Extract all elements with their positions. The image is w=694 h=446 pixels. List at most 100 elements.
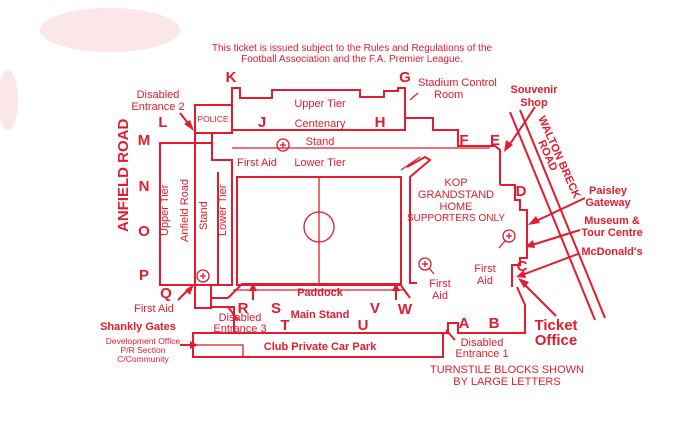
disabled-entrance-3-label-1: Disabled bbox=[219, 312, 262, 324]
arrow-souvenir bbox=[507, 106, 536, 148]
arrow-head bbox=[392, 283, 400, 291]
turnstile-c: C bbox=[517, 258, 528, 275]
ar-upper-tier-label: Upper Tier bbox=[159, 184, 171, 236]
paddock-label: Paddock bbox=[297, 287, 344, 299]
first-aid-kop-label-2: Aid bbox=[477, 275, 493, 287]
turnstile-d: D bbox=[516, 183, 527, 200]
smudge bbox=[40, 8, 180, 52]
smudge bbox=[0, 70, 18, 130]
stadium-control-label-1: Stadium Control bbox=[418, 77, 497, 89]
first-aid-icon bbox=[276, 138, 290, 152]
mcdonalds-label: McDonald's bbox=[581, 246, 642, 258]
kop-label-4: SUPPORTERS ONLY bbox=[407, 213, 505, 224]
main-stand-outline bbox=[210, 286, 526, 334]
development-office-label-1: Development Office bbox=[106, 336, 181, 346]
museum-label-1: Museum & bbox=[584, 215, 640, 227]
anfield-road-upper-tier bbox=[159, 142, 196, 286]
control-room-pointer bbox=[409, 92, 419, 101]
centenary-label: Centenary bbox=[295, 118, 346, 130]
arrow-paisley bbox=[533, 197, 586, 223]
kop-outline bbox=[500, 184, 528, 287]
centre-circle bbox=[303, 211, 335, 243]
arrows bbox=[177, 106, 586, 349]
anfield-road-label: ANFIELD ROAD bbox=[115, 119, 132, 232]
turnstile-s: S bbox=[271, 300, 281, 317]
turnstile-m: M bbox=[138, 132, 151, 149]
centenary-stand-outline bbox=[194, 105, 501, 185]
turnstile-w: W bbox=[398, 301, 413, 318]
ticket-office-label-2: Office bbox=[535, 332, 578, 349]
ar-stand-label: Stand bbox=[198, 201, 210, 230]
turnstile-p: P bbox=[139, 267, 149, 284]
turnstile-note-line-2: BY LARGE LETTERS bbox=[453, 376, 560, 388]
disabled-entrance-2-label-2: Entrance 2 bbox=[131, 101, 184, 113]
anfield-road-lower-tier bbox=[195, 142, 233, 286]
first-aid-icon bbox=[498, 229, 516, 249]
turnstile-r: R bbox=[238, 300, 249, 317]
souvenir-label-2: Shop bbox=[520, 97, 548, 109]
arrow-mcdonalds bbox=[521, 253, 579, 276]
arrow-head bbox=[185, 284, 194, 295]
arrow-head bbox=[528, 216, 540, 225]
turnstile-n: N bbox=[139, 178, 150, 195]
turnstile-j: J bbox=[258, 114, 266, 131]
first-aid-icon bbox=[196, 269, 210, 283]
first-aid-icon bbox=[418, 257, 435, 275]
turnstile-v: V bbox=[370, 300, 380, 317]
police-box bbox=[194, 104, 233, 134]
walton-breck-road-line-2 bbox=[509, 111, 596, 321]
paisley-gateway-label-2: Gateway bbox=[585, 197, 631, 209]
upper-tier-label: Upper Tier bbox=[294, 98, 346, 110]
turnstile-h: H bbox=[375, 114, 386, 131]
anfield-road-lower-exit bbox=[194, 285, 212, 309]
turnstile-b: B bbox=[489, 315, 500, 332]
walton-breck-road-line-1 bbox=[519, 109, 606, 319]
arrow-head bbox=[518, 278, 529, 288]
turnstile-e: E bbox=[490, 132, 500, 149]
kop-label-2: GRANDSTAND bbox=[418, 189, 494, 201]
lower-tier-label: Lower Tier bbox=[294, 157, 346, 169]
stand-label: Stand bbox=[306, 136, 335, 148]
notice-line-1: This ticket is issued subject to the Rul… bbox=[212, 43, 493, 54]
souvenir-label-1: Souvenir bbox=[510, 84, 558, 96]
turnstile-a: A bbox=[459, 315, 470, 332]
paisley-gateway-label-1: Paisley bbox=[589, 185, 628, 197]
turnstile-u: U bbox=[358, 317, 369, 334]
kop-label-1: KOP bbox=[444, 177, 467, 189]
first-aid-kop-label-1: First bbox=[474, 263, 495, 275]
arrow-head bbox=[190, 341, 198, 349]
arrow-museum bbox=[531, 229, 581, 246]
first-aid-left-label: First Aid bbox=[134, 303, 174, 315]
paddock-outline bbox=[227, 283, 411, 299]
ticket-office-label-1: Ticket bbox=[534, 317, 577, 334]
development-office-label-3: C/Community bbox=[117, 354, 169, 364]
kop-corner-line bbox=[400, 156, 421, 171]
development-office-block bbox=[192, 344, 244, 358]
police-label: POLICE bbox=[197, 114, 229, 124]
turnstile-g: G bbox=[399, 69, 411, 86]
turnstile-t: T bbox=[280, 317, 289, 334]
disabled-entrance-1-label-2: Entrance 1 bbox=[455, 348, 508, 360]
turnstile-o: O bbox=[138, 223, 150, 240]
arrow-head bbox=[525, 240, 535, 248]
disabled-entrance-2-label-1: Disabled bbox=[137, 89, 180, 101]
kop-label-3: HOME bbox=[440, 201, 473, 213]
first-aid-right-label-2: Aid bbox=[432, 290, 448, 302]
car-park-label: Club Private Car Park bbox=[264, 341, 377, 353]
disabled-entrance-1-label-1: Disabled bbox=[461, 337, 504, 349]
ar-anfield-road-label: Anfield Road bbox=[179, 179, 191, 242]
ar-lower-tier-label: Lower Tier bbox=[217, 184, 229, 236]
turnstile-l: L bbox=[158, 114, 167, 131]
centenary-upper-tier-outline bbox=[231, 87, 406, 118]
first-aid-right-label-1: First bbox=[429, 278, 450, 290]
disabled-entrance-3-label-2: Entrance 3 bbox=[213, 323, 266, 335]
arrow-disabled-3 bbox=[227, 306, 239, 321]
turnstile-k: K bbox=[226, 69, 237, 86]
turnstile-q: Q bbox=[160, 285, 172, 302]
notice-line-2: Football Association and the F.A. Premie… bbox=[241, 54, 463, 65]
arrow-disabled-1 bbox=[445, 329, 456, 341]
arrow-head bbox=[184, 120, 194, 131]
development-office-label-2: P/R Section bbox=[121, 345, 166, 355]
